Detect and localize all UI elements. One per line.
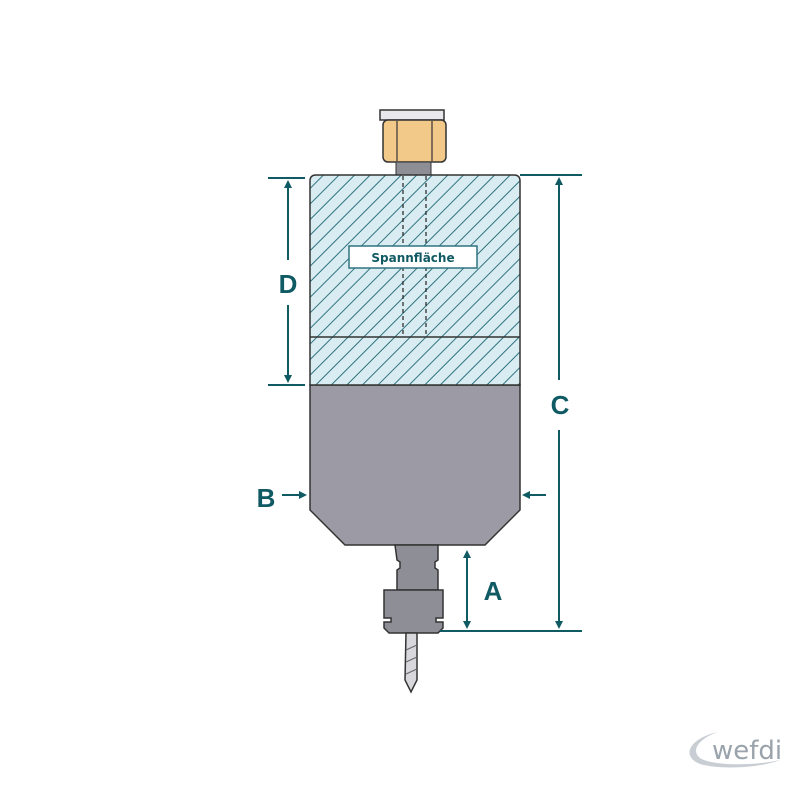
logo-text: wefdi xyxy=(712,736,782,766)
dimension-c-label: C xyxy=(551,390,570,420)
dimension-a: A xyxy=(463,550,503,629)
dimension-b: B xyxy=(257,483,546,513)
clamping-area xyxy=(309,174,521,386)
clamping-surface-label: Spannfläche xyxy=(348,245,478,269)
fitting-stem xyxy=(395,161,432,176)
dimension-a-label: A xyxy=(484,576,503,606)
clamping-surface-box xyxy=(348,245,478,269)
drill-bit-body xyxy=(404,632,418,694)
drill-bit-flutes xyxy=(405,644,418,675)
fitting xyxy=(379,109,447,176)
fitting-cap xyxy=(379,109,445,121)
clamping-surface-text: Spannfläche xyxy=(371,251,454,265)
dimension-d-label: D xyxy=(279,269,298,299)
tool-holder-shank xyxy=(394,544,439,591)
wefdi-logo: wefdi xyxy=(689,732,782,768)
dimension-b-label: B xyxy=(257,483,276,513)
drill-bit xyxy=(404,632,418,694)
tool-holder xyxy=(383,544,444,634)
spindle-body xyxy=(309,384,521,546)
hex-nut xyxy=(382,119,447,163)
dimension-c: C xyxy=(440,174,582,632)
dimension-d: D xyxy=(268,177,305,386)
collet-nut xyxy=(383,589,444,634)
